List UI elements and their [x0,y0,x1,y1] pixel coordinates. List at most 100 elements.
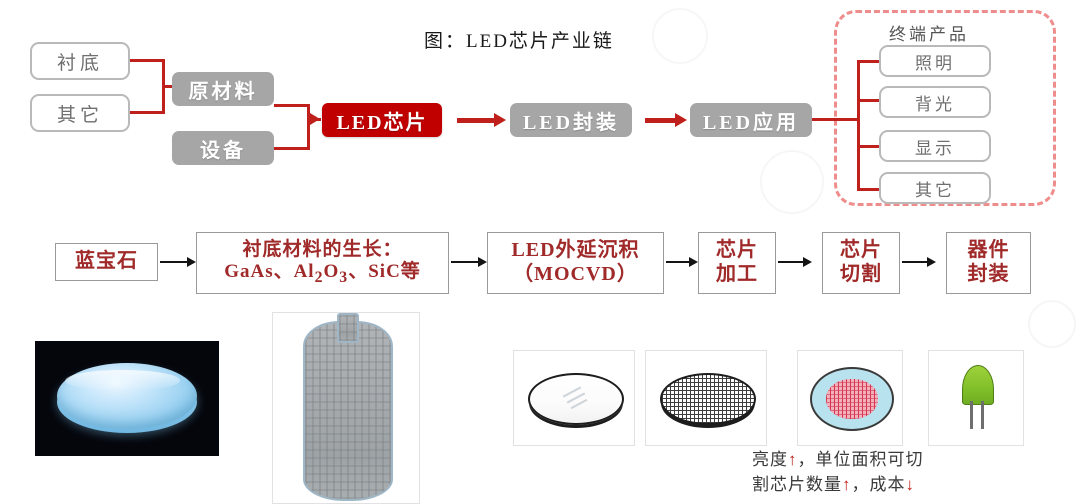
process-step-chip-processing[interactable]: 芯片 加工 [698,232,776,294]
sapphire-boule-neck [337,313,359,343]
gallery-caption: 亮度↑，单位面积可切 割芯片数量↑，成本↓ [752,448,1072,497]
arrow-head-processing-to-dicing [803,257,812,267]
stage-box-led-package-label: LED封装 [522,111,620,134]
end-product-label-lighting: 照明 [915,53,955,73]
caption-arrow-up-2: ↑ [842,474,852,494]
watermark-decor [760,150,824,214]
end-products-title: 终端产品 [889,25,969,44]
arrow-head-package-to-application [675,113,687,127]
connector-tree-branch-1 [857,60,883,63]
stage-box-led-package[interactable]: LED封装 [510,103,632,137]
process-step-chip-processing-line2: 加工 [716,263,758,285]
upstream-box-equipment[interactable]: 设备 [172,131,274,165]
led-lamp-thumb [928,350,1024,446]
end-product-label-other: 其它 [915,180,955,200]
end-product-box-backlight[interactable]: 背光 [879,86,991,118]
stage-box-led-chip[interactable]: LED芯片 [322,103,442,137]
formula-part-o: O [323,260,340,282]
end-product-box-lighting[interactable]: 照明 [879,45,991,77]
process-step-chip-dicing[interactable]: 芯片 切割 [822,232,900,294]
process-step-chip-dicing-line1: 芯片 [840,239,882,262]
connector-equipment-out [274,147,310,150]
formula-part-sic: 、SiC等 [348,260,421,282]
arrow-head-dicing-to-packaging [927,257,936,267]
arrow-mocvd-to-processing [666,261,692,263]
caption-line2-b: ，成本 [851,474,906,494]
process-step-mocvd[interactable]: LED外延沉积 （MOCVD） [487,232,664,294]
diced-wafer-die-array [826,378,878,420]
led-leg [970,401,973,429]
caption-line1-a: 亮度 [752,450,788,469]
connector-tree-spine [857,60,860,190]
input-box-substrate-label: 衬底 [56,52,103,74]
process-step-device-packaging-line1: 器件 [967,239,1010,262]
arrow-head-mocvd-to-processing [689,257,698,267]
patterned-wafer-thumb [645,350,767,446]
connector-application-to-tree [812,118,860,121]
arrow-head-chip-to-package [494,113,506,127]
caption-arrow-up-1: ↑ [788,450,798,469]
process-step-device-packaging-line2: 封装 [967,263,1010,285]
arrow-head-sapphire-to-growth [187,257,196,267]
upstream-box-raw-material[interactable]: 原材料 [172,72,274,106]
upstream-box-equipment-label: 设备 [200,139,246,162]
end-product-label-display: 显示 [915,138,955,158]
patterned-wafer-disc [660,373,756,425]
arrow-package-to-application [645,118,679,123]
led-leg [981,401,984,429]
formula-part-gaas: GaAs、Al [224,260,315,282]
end-product-box-other[interactable]: 其它 [879,172,991,204]
process-step-substrate-growth-line2: GaAs、Al2O3、SiC等 [224,261,421,287]
sapphire-boule-shape [303,321,393,501]
end-product-box-display[interactable]: 显示 [879,130,991,162]
arrow-growth-to-mocvd [451,261,481,263]
sapphire-boule-panel [272,312,420,504]
caption-line2-a: 割芯片数量 [752,474,842,494]
diced-wafer-disc [810,367,894,431]
stage-box-led-chip-label: LED芯片 [336,111,428,134]
figure-title: 图：LED芯片产业链 [424,31,614,52]
process-step-mocvd-line1: LED外延沉积 [511,239,640,262]
arrow-sapphire-to-growth [160,261,190,263]
arrow-head-to-chip [310,113,320,125]
input-box-substrate[interactable]: 衬底 [30,42,130,80]
end-products-group [834,10,1056,206]
process-step-substrate-growth[interactable]: 衬底材料的生长： GaAs、Al2O3、SiC等 [196,232,449,294]
process-step-substrate-growth-line1: 衬底材料的生长： [242,238,403,260]
sapphire-wafer-photo [35,341,219,456]
input-box-other[interactable]: 其它 [30,94,130,132]
watermark-decor [1028,300,1076,348]
connector-substrate-to-bracket [130,59,165,62]
caption-line1-b: ，单位面积可切 [797,450,924,469]
process-step-sapphire-label: 蓝宝石 [75,250,138,273]
connector-tree-branch-2 [857,99,883,102]
connector-tree-branch-3 [857,145,883,148]
formula-sub-2: 2 [314,268,324,286]
led-lamp-shape [962,365,994,429]
sapphire-wafer-disc [57,363,197,429]
process-step-chip-processing-line1: 芯片 [716,239,758,262]
connector-material-out [274,104,310,107]
caption-arrow-down: ↓ [905,474,915,494]
stage-box-led-application[interactable]: LED应用 [690,103,812,137]
input-box-other-label: 其它 [56,104,103,126]
end-product-label-backlight: 背光 [915,94,955,114]
connector-merge-vertical [307,104,310,150]
arrow-head-growth-to-mocvd [478,257,487,267]
stage-box-led-application-label: LED应用 [702,111,800,134]
arrow-dicing-to-packaging [902,261,930,263]
blank-wafer-thumb [513,350,635,446]
connector-other-to-bracket [130,111,165,114]
upstream-box-raw-material-label: 原材料 [188,80,258,103]
process-step-chip-dicing-line2: 切割 [840,263,882,285]
arrow-chip-to-package [457,118,499,123]
process-step-mocvd-line2: （MOCVD） [513,263,638,285]
process-step-device-packaging[interactable]: 器件 封装 [946,232,1031,294]
connector-tree-branch-4 [857,188,883,191]
led-bulb [962,365,994,406]
arrow-processing-to-dicing [778,261,806,263]
watermark-decor [652,8,708,64]
process-step-sapphire[interactable]: 蓝宝石 [55,243,158,281]
diced-wafer-thumb [797,350,903,446]
formula-sub-3: 3 [339,268,349,286]
